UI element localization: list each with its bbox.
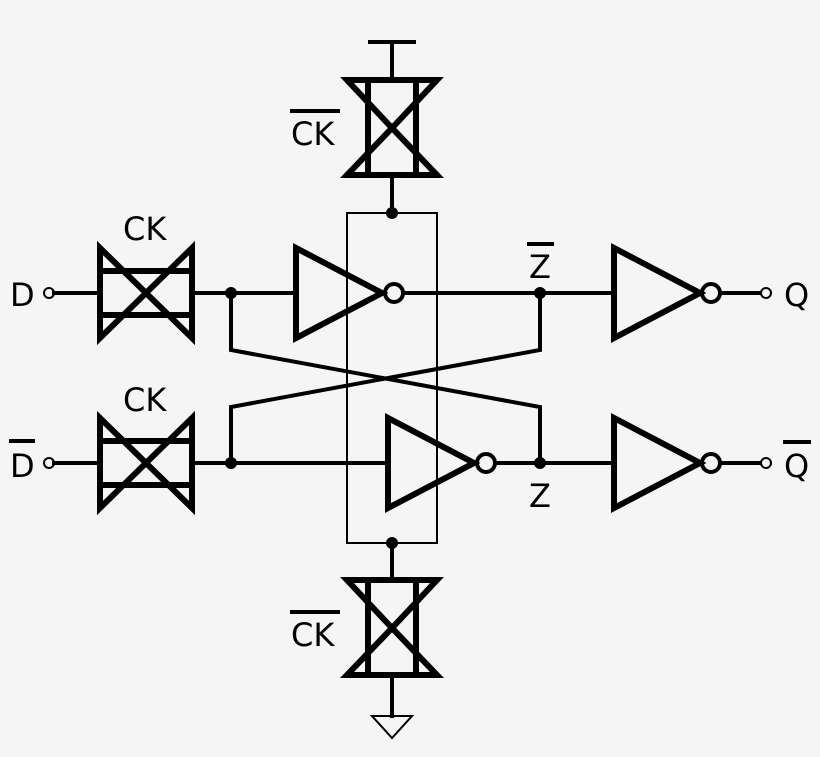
label-ck-top: CK — [123, 210, 167, 248]
label-q: Q — [784, 276, 809, 314]
label-ck-bar-top-group: CK — [290, 109, 340, 153]
output-inverter-bottom — [611, 413, 722, 513]
label-q-bar-group: Q — [783, 440, 811, 485]
transmission-gate-ck-bar-bottom — [339, 577, 445, 678]
label-ck-bar-top: CK — [291, 115, 335, 153]
label-ck-bottom: CK — [123, 381, 167, 419]
label-z-bar-group: Z — [527, 242, 554, 286]
transmission-gate-ck-top — [97, 240, 195, 346]
feedback-wire-z-bar-to-bottom — [229, 291, 542, 465]
tristate-inverter-bottom — [385, 413, 497, 513]
label-ck-bar-bottom: CK — [291, 616, 335, 654]
label-z-bar: Z — [529, 248, 551, 286]
output-inverter-top — [611, 243, 722, 343]
label-ck-bar-bottom-group: CK — [290, 610, 340, 654]
vdd-supply — [368, 40, 416, 82]
junction-dots — [225, 207, 546, 549]
label-q-bar: Q — [784, 447, 809, 485]
label-d: D — [10, 276, 35, 314]
label-z: Z — [529, 477, 551, 515]
tristate-inverter-top — [293, 243, 405, 343]
label-d-bar: D — [10, 447, 35, 485]
q-bar-output-terminal — [760, 457, 772, 469]
q-output-terminal — [760, 287, 772, 299]
ground-symbol — [369, 673, 415, 740]
label-d-bar-group: D — [9, 439, 35, 485]
transmission-gate-ck-bar-top — [339, 77, 445, 178]
transmission-gate-ck-bottom — [97, 410, 195, 516]
